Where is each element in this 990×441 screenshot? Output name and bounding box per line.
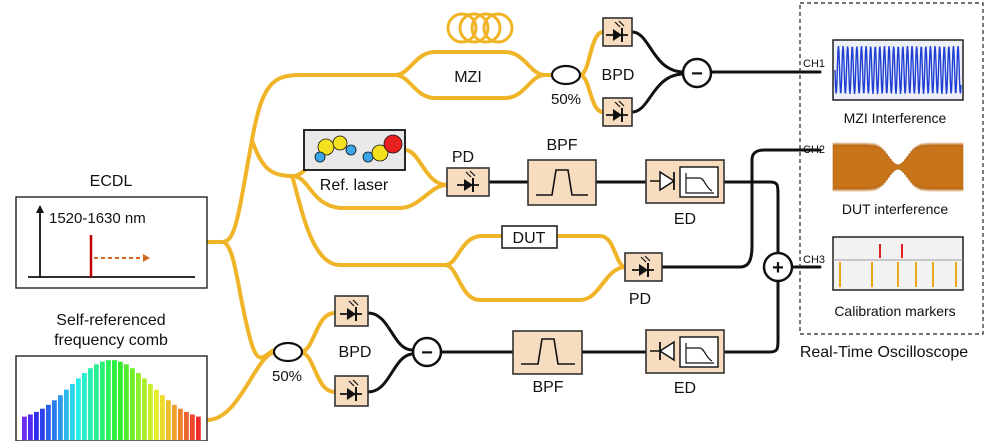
bandpass-filter-icon <box>521 338 575 365</box>
dut-label: DUT <box>513 230 546 247</box>
dut-signal-trace <box>832 141 964 193</box>
oscilloscope-frame <box>799 2 984 335</box>
bpf-top-box <box>527 159 597 206</box>
electrical-wires <box>366 30 822 394</box>
bpf-bottom-label: BPF <box>532 379 563 396</box>
comb-spectrum <box>22 360 201 440</box>
comb-line <box>136 373 141 440</box>
ed-bottom-label: ED <box>674 380 696 397</box>
ecdl-wavelength: 1520-1630 nm <box>49 210 146 227</box>
ref-laser-label: Ref. laser <box>320 177 389 194</box>
comb-line <box>112 360 117 440</box>
comb-line <box>76 378 81 440</box>
comb-line <box>166 400 171 440</box>
envelope-detector-icon <box>650 336 719 368</box>
comb-line <box>178 408 183 440</box>
comb-line <box>172 404 177 440</box>
comb-line <box>184 411 189 440</box>
comb-line <box>22 416 27 440</box>
comb-line <box>52 400 57 440</box>
comb-line <box>190 414 195 440</box>
comb-line <box>88 368 93 440</box>
ref-laser-molecules-icon <box>314 134 403 163</box>
ch3-label: CH3 <box>803 254 825 266</box>
comb-line <box>154 389 159 440</box>
comb-line <box>94 364 99 440</box>
coupler-top-ratio: 50% <box>551 91 581 108</box>
comb-line <box>142 378 147 440</box>
comb-line <box>64 389 69 440</box>
bpd-bottom-label: BPD <box>339 344 372 361</box>
summer-node <box>762 251 794 283</box>
bpf-top-label: BPF <box>546 137 577 154</box>
ch1-caption: MZI Interference <box>844 110 947 126</box>
comb-line <box>46 404 51 440</box>
minus-bottom-symbol: − <box>421 342 433 364</box>
comb-line <box>70 384 75 440</box>
ecdl-axis-arrow-icon <box>36 205 44 213</box>
ecdl-box <box>15 196 208 289</box>
comb-line <box>58 395 63 440</box>
fiber-coupler-icon <box>272 341 304 363</box>
bpd-top-lower-photodiode <box>602 97 633 127</box>
comb-line <box>34 411 39 440</box>
plus-symbol: + <box>772 257 784 279</box>
fiber-coupler-icon <box>550 64 582 86</box>
ed-top-label: ED <box>674 211 696 228</box>
calibration-markers <box>839 244 957 287</box>
comb-line <box>40 408 45 440</box>
comb-line <box>118 361 123 440</box>
fiber-network <box>205 30 627 422</box>
subtractor-top <box>681 57 713 89</box>
coupler-bottom-ratio: 50% <box>272 368 302 385</box>
mzi-label: MZI <box>454 69 482 86</box>
bpd-top-label: BPD <box>602 67 635 84</box>
comb-line <box>160 395 165 440</box>
comb-line <box>196 416 201 440</box>
bandpass-filter-icon <box>536 169 588 196</box>
bpf-bottom-box <box>512 330 583 375</box>
comb-line <box>28 414 33 440</box>
pd-dut-label: PD <box>629 291 651 308</box>
coiled-fiber-icon <box>446 12 514 44</box>
ch2-caption: DUT interference <box>842 201 949 217</box>
subtractor-bottom <box>411 336 443 368</box>
comb-title-2: frequency comb <box>54 332 168 349</box>
comb-line <box>100 361 105 440</box>
comb-line <box>130 368 135 440</box>
comb-line <box>148 384 153 440</box>
ch1-label: CH1 <box>803 58 825 70</box>
ecdl-title: ECDL <box>90 173 133 190</box>
comb-line <box>82 373 87 440</box>
mzi-signal-trace <box>834 46 962 94</box>
comb-line <box>106 360 111 440</box>
comb-line <box>124 364 129 440</box>
ch2-label: CH2 <box>803 144 825 156</box>
comb-title-1: Self-referenced <box>56 312 165 329</box>
dut-box <box>501 225 558 249</box>
ecdl-sweep-arrow-icon <box>143 254 150 262</box>
minus-top-symbol: − <box>691 63 703 85</box>
envelope-detector-icon <box>650 166 719 198</box>
pd-ref-box <box>446 167 490 197</box>
oscilloscope-label: Real-Time Oscilloscope <box>800 344 968 361</box>
pd-ref-label: PD <box>452 149 474 166</box>
ch3-caption: Calibration markers <box>834 303 955 319</box>
